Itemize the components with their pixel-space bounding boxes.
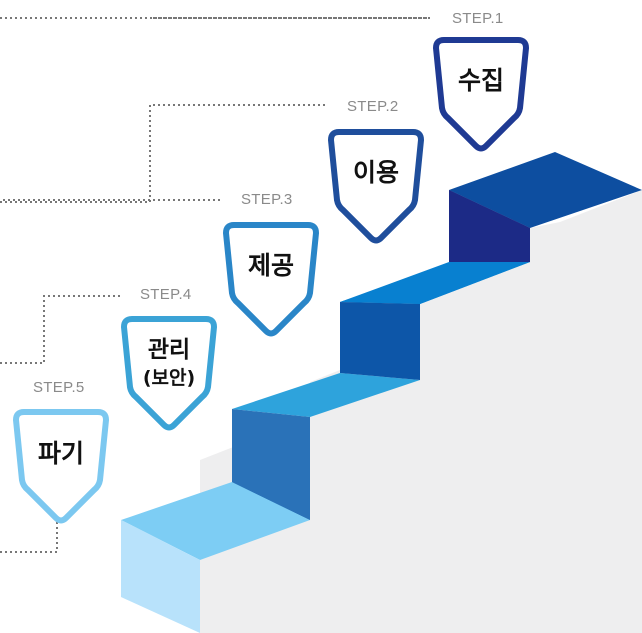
step-2-name: 이용 [353, 158, 399, 187]
leader-line-step-5 [0, 522, 58, 553]
step-4-riser [121, 520, 200, 633]
step-3-top [232, 373, 420, 417]
step-2-top-back [340, 262, 530, 304]
leader-lines [0, 17, 430, 553]
step-1-name: 수집 [458, 66, 504, 95]
step-5-name: 파기 [38, 439, 84, 468]
step-2-label: STEP.2 [347, 98, 399, 115]
step-4-sub: (보안) [143, 367, 195, 389]
leader-line-step-4 [0, 295, 120, 364]
step-4-label: STEP.4 [140, 286, 192, 303]
step-1-label: STEP.1 [452, 10, 504, 27]
step-4-top [121, 482, 310, 560]
step-3-front [232, 409, 310, 520]
step-2-badge: 이용 [327, 129, 425, 244]
step-1-top [449, 152, 642, 228]
step-1-front [449, 190, 530, 262]
step-2-front [340, 302, 420, 380]
step-5-label: STEP.5 [33, 379, 85, 396]
step-4-name: 관리 [148, 337, 190, 363]
staircase [121, 152, 642, 633]
step-1-badge: 수집 [432, 37, 530, 152]
step-3-badge: 제공 [222, 222, 320, 337]
step-4-badge: 관리 (보안) [120, 316, 218, 431]
step-3-label: STEP.3 [241, 191, 293, 208]
step-5-badge: 파기 [12, 409, 110, 524]
leader-line-step-2 [0, 104, 325, 203]
staircase-side [200, 190, 642, 633]
step-3-name: 제공 [248, 251, 294, 280]
